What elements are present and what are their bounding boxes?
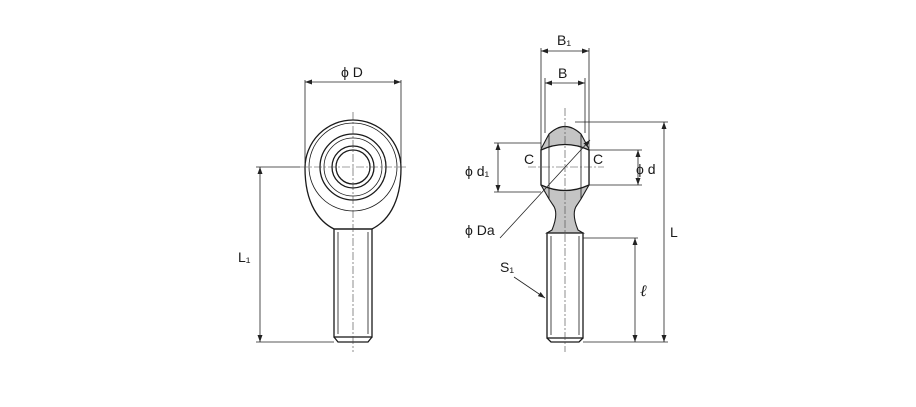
label-phi-Da: ϕ Da xyxy=(465,222,495,238)
label-L: L xyxy=(670,224,678,240)
label-phi-D: ϕ D xyxy=(341,64,363,80)
label-S1: S₁ xyxy=(500,259,514,275)
front-view: ϕ D L₁ xyxy=(238,64,408,352)
label-B1: B₁ xyxy=(557,32,571,48)
label-B: B xyxy=(558,65,567,81)
label-phi-d: ϕ d xyxy=(636,161,656,177)
label-ell: ℓ xyxy=(640,283,647,300)
leader-phi-Da xyxy=(499,139,591,239)
label-C-right: C xyxy=(593,151,603,167)
front-housing-outline xyxy=(304,119,402,230)
label-L1: L₁ xyxy=(238,249,251,265)
leader-S1 xyxy=(513,276,546,299)
label-C-left: C xyxy=(524,151,534,167)
side-view: B₁ B ϕ d₁ C C ϕ d ϕ Da L ℓ S₁ xyxy=(465,32,678,352)
label-phi-d1: ϕ d₁ xyxy=(465,163,490,179)
